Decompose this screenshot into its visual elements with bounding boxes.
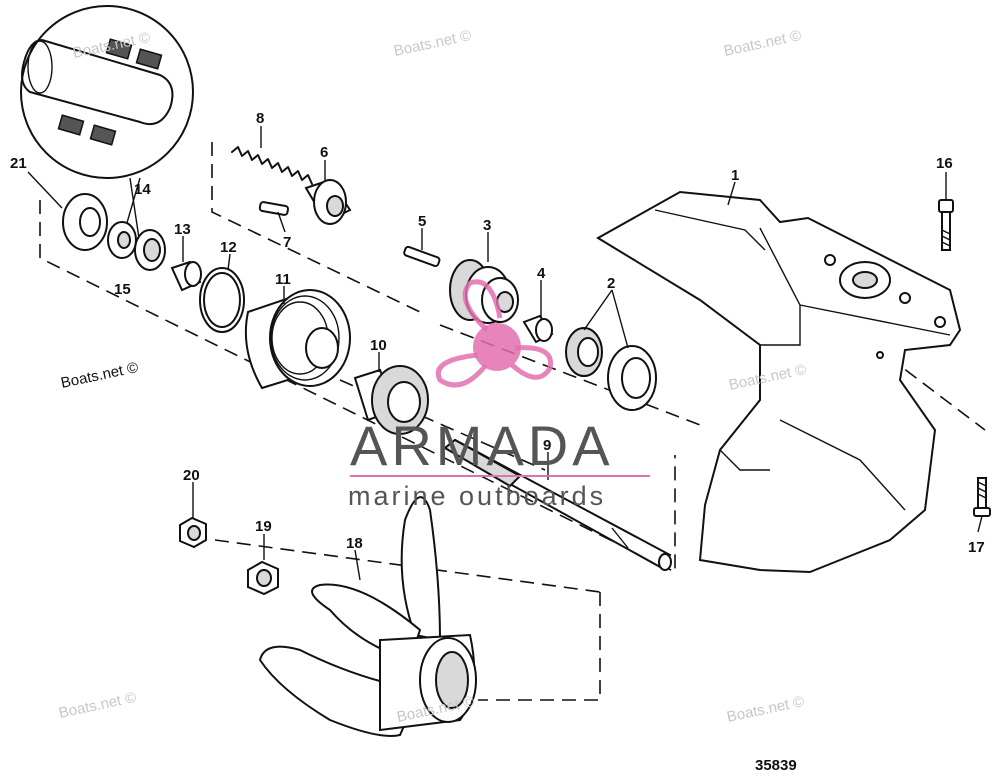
clutch-6 [304, 178, 352, 225]
o-ring-12 [199, 267, 245, 333]
pin-5 [403, 245, 441, 268]
callout-9: 9 [543, 437, 551, 454]
propeller-18 [258, 496, 477, 737]
watermark-8: Boats.net © [59, 359, 139, 392]
callout-12: 12 [220, 239, 237, 256]
callout-11: 11 [275, 271, 291, 288]
nut-19 [247, 560, 279, 596]
nut-20 [179, 516, 207, 549]
tapered-bearing-2 [565, 327, 657, 411]
watermark-2: Boats.net © [392, 27, 472, 60]
logo-blade-3 [435, 352, 488, 388]
callout-7: 7 [283, 234, 291, 251]
leader-lines [27, 126, 983, 581]
gear-3 [449, 259, 519, 324]
callout-17: 17 [968, 539, 985, 556]
callout-21: 21 [10, 155, 27, 172]
watermark-5: Boats.net © [57, 689, 137, 722]
callout-3: 3 [483, 217, 491, 234]
watermark-7: Boats.net © [725, 693, 805, 726]
callout-13: 13 [174, 221, 191, 238]
propeller-shaft-9 [443, 438, 672, 571]
logo-tagline: marine outboards [348, 481, 606, 511]
callout-6: 6 [320, 144, 328, 161]
washer-15 [107, 221, 137, 259]
callout-18: 18 [346, 535, 363, 552]
gear-housing-1 [596, 190, 962, 574]
callout-20: 20 [183, 467, 200, 484]
watermark-3: Boats.net © [722, 27, 802, 60]
pin-7 [258, 201, 290, 216]
sleeve-13 [170, 260, 202, 292]
callout-8: 8 [256, 110, 264, 127]
bearing-14 [134, 229, 166, 271]
assembly-lines [39, 142, 986, 701]
callout-10: 10 [370, 337, 387, 354]
bearing-carrier-11 [244, 289, 351, 390]
logo-name: ARMADA [350, 414, 614, 477]
seal-21 [62, 193, 108, 251]
callout-15: 15 [114, 281, 131, 298]
callout-5: 5 [418, 213, 426, 230]
logo-blade-2 [510, 345, 554, 380]
bolt-17 [973, 477, 991, 517]
callout-19: 19 [255, 518, 272, 535]
spring-8 [231, 146, 313, 185]
logo-hub [473, 323, 521, 371]
propeller-logo-icon [435, 279, 554, 388]
callout-1: 1 [731, 167, 739, 184]
bolt-16 [938, 199, 954, 251]
callout-4: 4 [537, 265, 546, 282]
logo-blade-1 [462, 279, 503, 332]
armada-logo: ARMADA marine outboards [348, 279, 650, 511]
seal-detail-inset [20, 5, 194, 246]
drawing-number: 35839 [755, 757, 797, 774]
callout-numbers: 1 2 3 4 5 6 7 8 9 10 11 12 13 14 15 16 1… [10, 110, 985, 556]
callout-2: 2 [607, 275, 615, 292]
gear-10 [353, 365, 429, 435]
callout-16: 16 [936, 155, 953, 172]
callout-14: 14 [134, 181, 151, 198]
bushing-4 [522, 314, 554, 344]
